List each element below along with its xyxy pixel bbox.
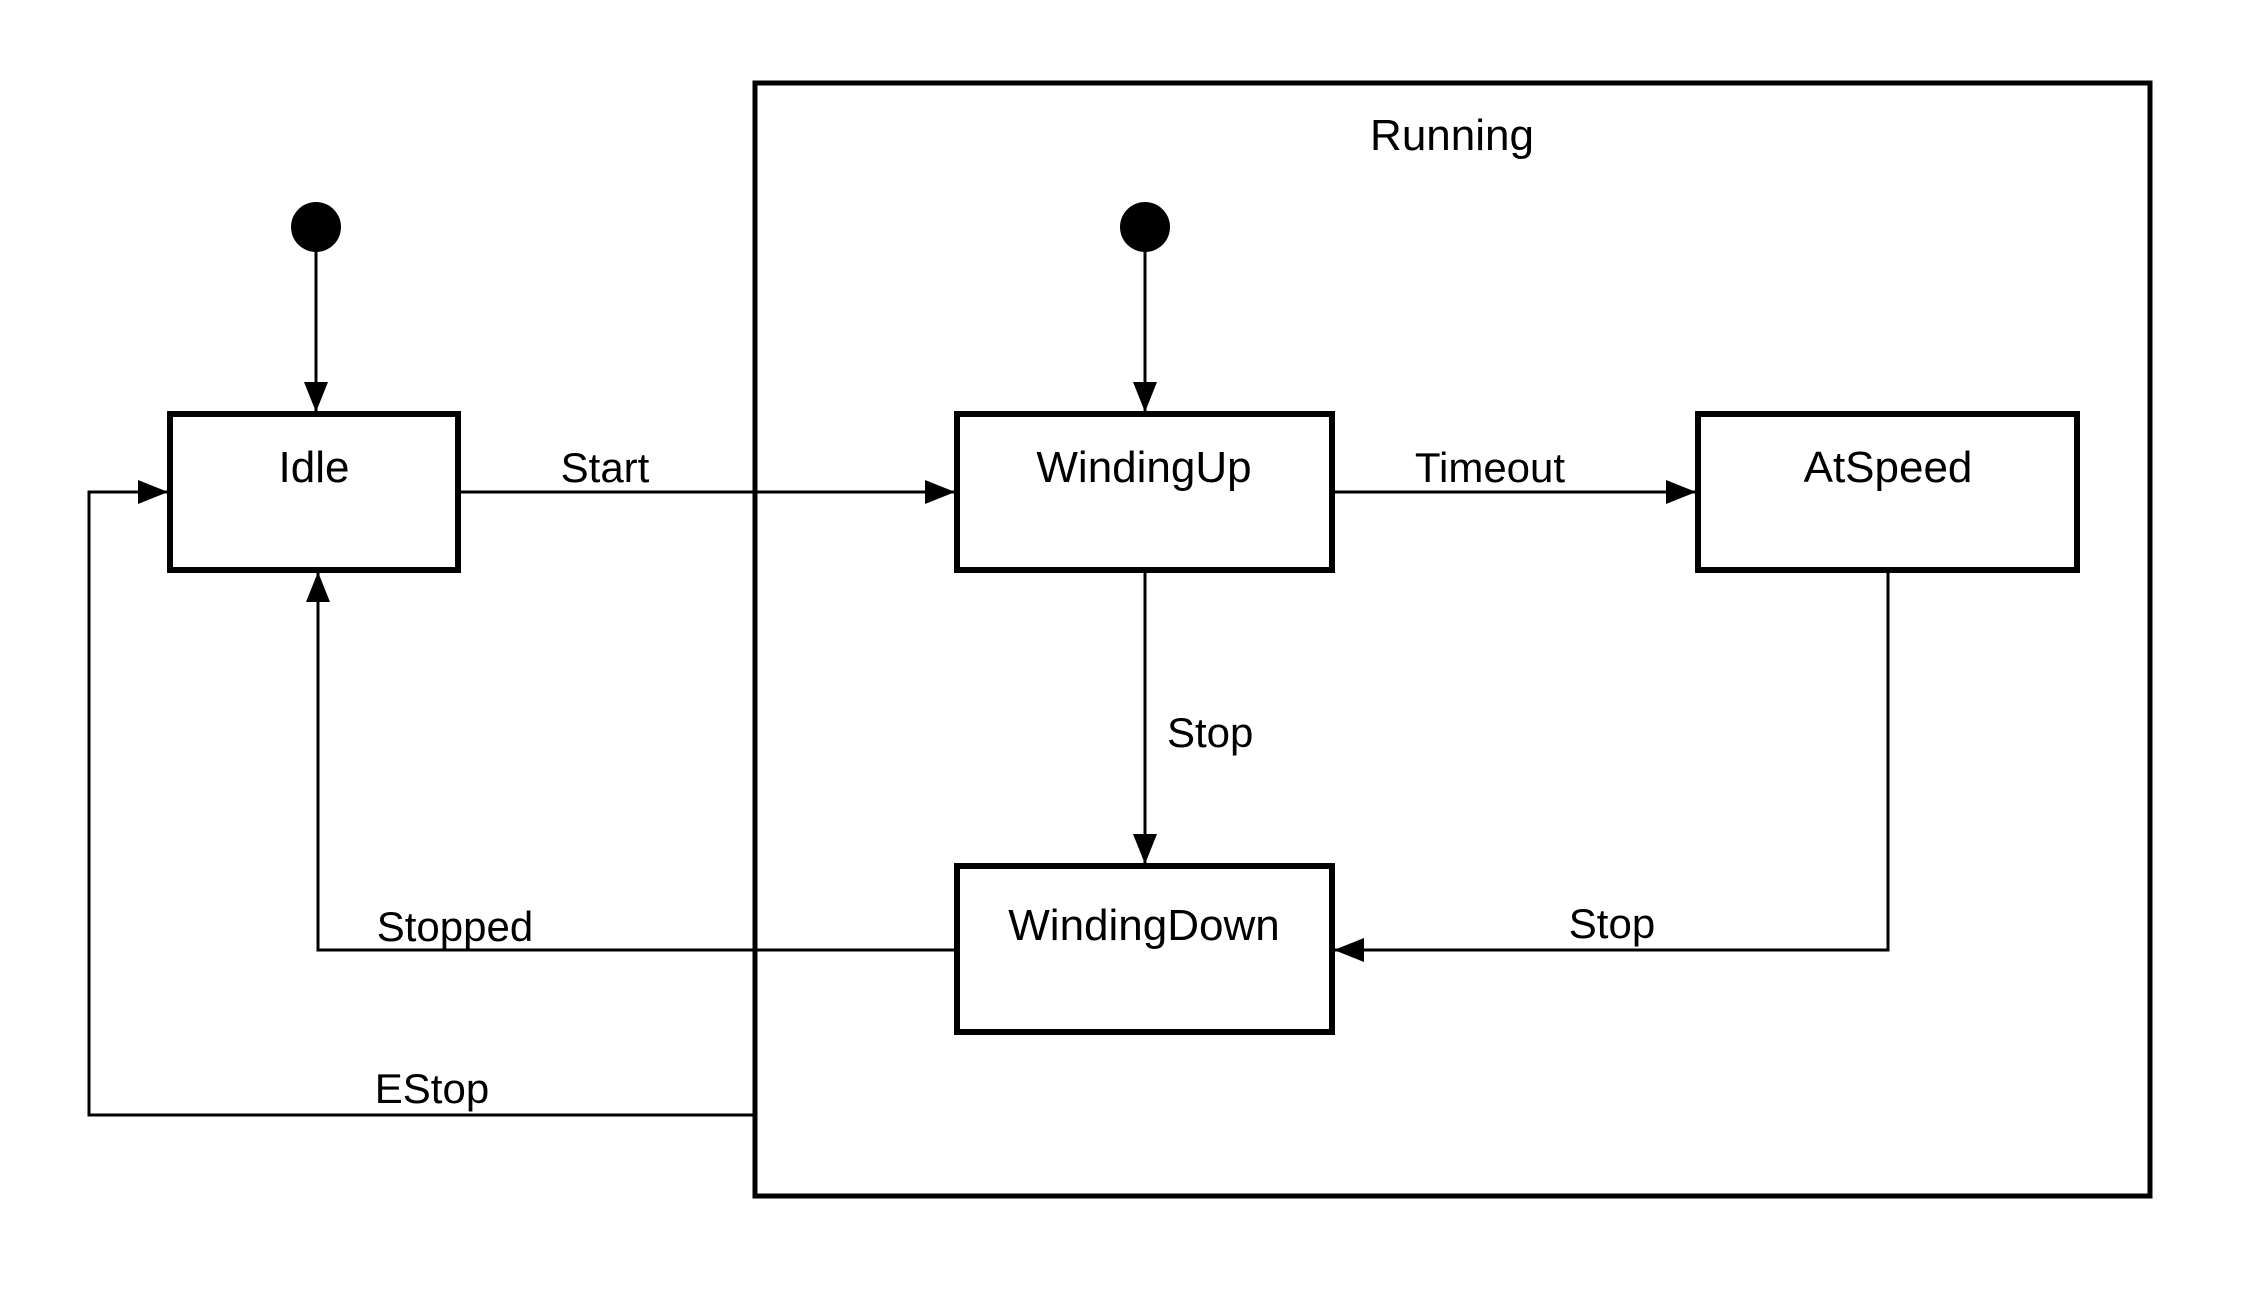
- state-atspeed: [1695, 411, 2080, 573]
- state-idle: [167, 411, 461, 573]
- transition-timeout-label: Timeout: [1415, 444, 1565, 491]
- composite-state-running-label: Running: [1370, 111, 1534, 160]
- transition-stop-atspeed-arrow: [1334, 570, 1890, 962]
- transition-stopped-label: Stopped: [377, 903, 533, 950]
- state-windingup: [954, 411, 1335, 573]
- state-windingup-label: WindingUp: [1036, 443, 1251, 492]
- transition-start-label: Start: [561, 444, 650, 491]
- initial-state-dot-windingup: [1120, 202, 1170, 252]
- state-idle-label: Idle: [279, 443, 350, 492]
- transition-estop-arrow: [87, 480, 755, 1117]
- transition-estop-label: EStop: [375, 1065, 489, 1112]
- transition-stopped-arrow: [306, 572, 957, 952]
- state-windingdown-label: WindingDown: [1008, 901, 1279, 950]
- transition-stop-atspeed-label: Stop: [1569, 900, 1655, 947]
- initial-state-dot-idle: [291, 202, 341, 252]
- state-windingdown: [954, 863, 1335, 1035]
- state-atspeed-label: AtSpeed: [1804, 443, 1973, 492]
- transition-stop-windingup-label: Stop: [1167, 709, 1253, 756]
